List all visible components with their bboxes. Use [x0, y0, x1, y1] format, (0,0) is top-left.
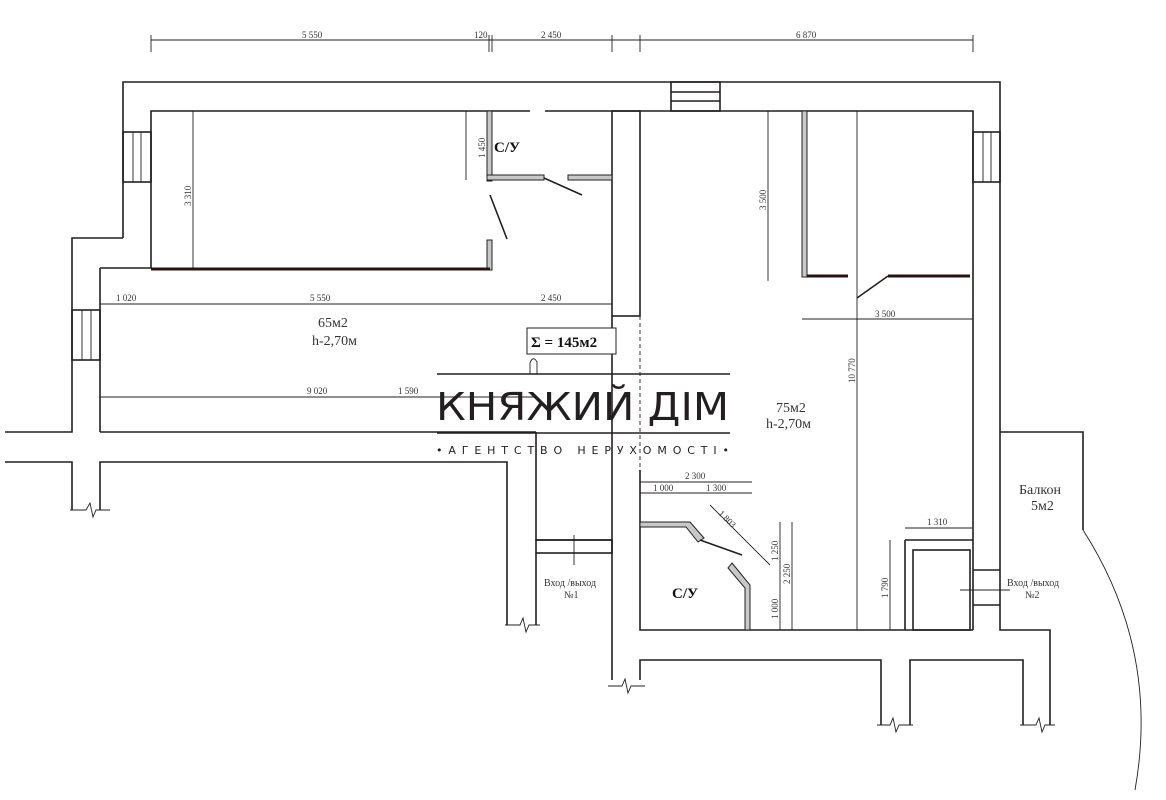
dim-1310: 1 310	[927, 517, 948, 527]
column-mark	[529, 358, 538, 374]
dim-1590: 1 590	[398, 386, 419, 396]
dim-10770: 10 770	[847, 358, 857, 383]
dim-3500-vertical: 3 500	[758, 189, 768, 210]
dim-top-3: 2 450	[541, 30, 562, 40]
dim-2300: 2 300	[685, 471, 706, 481]
dim-9020: 9 020	[307, 386, 328, 396]
watermark-logo: КНЯЖИЙ ДІМ •АГЕНТСТВО НЕРУХОМОСТІ•	[436, 373, 730, 457]
dimension-lines	[100, 111, 973, 630]
dim-left-height: 3 310	[183, 185, 193, 206]
balcony-label: Балкон	[1019, 483, 1061, 498]
left-room-height: h-2,70м	[312, 334, 357, 349]
total-area: Σ = 145м2	[531, 335, 597, 351]
dim-5550: 5 550	[310, 293, 331, 303]
partitions	[151, 110, 970, 631]
logo-tagline: •АГЕНТСТВО НЕРУХОМОСТІ•	[436, 444, 729, 457]
dim-wc-height: 1 450	[477, 137, 487, 158]
walls	[5, 81, 1142, 791]
logo-name: КНЯЖИЙ ДІМ	[436, 385, 729, 429]
dim-1020: 1 020	[116, 293, 137, 303]
right-room-area: 75м2	[776, 401, 806, 416]
entry-2-number: №2	[1025, 590, 1040, 601]
total-area-box	[526, 327, 617, 355]
dim-1790: 1 790	[880, 577, 890, 598]
dim-1000-b: 1 000	[770, 598, 780, 619]
balcony-area: 5м2	[1031, 499, 1054, 514]
dim-1300: 1 300	[706, 483, 727, 493]
entry-2-label: Вход /выход	[1007, 578, 1059, 589]
wc-label-bottom: С/У	[672, 586, 698, 602]
dim-2450: 2 450	[541, 293, 562, 303]
dim-top-2: 120	[474, 30, 488, 40]
dim-top-1: 5 550	[302, 30, 323, 40]
dim-1000-a: 1 000	[653, 483, 674, 493]
dim-2250: 2 250	[782, 563, 792, 584]
dim-3500-horizontal: 3 500	[875, 309, 896, 319]
dim-top-4: 6 870	[796, 30, 817, 40]
entry-1-number: №1	[564, 590, 579, 601]
wc-label-top: С/У	[494, 140, 520, 156]
top-dimension-line	[150, 35, 974, 52]
left-room-area: 65м2	[318, 316, 348, 331]
entry-1-label: Вход /выход	[544, 578, 596, 589]
dim-1250: 1 250	[770, 540, 780, 561]
right-room-height: h-2,70м	[766, 417, 811, 432]
dim-1803: 1 803	[717, 508, 739, 530]
